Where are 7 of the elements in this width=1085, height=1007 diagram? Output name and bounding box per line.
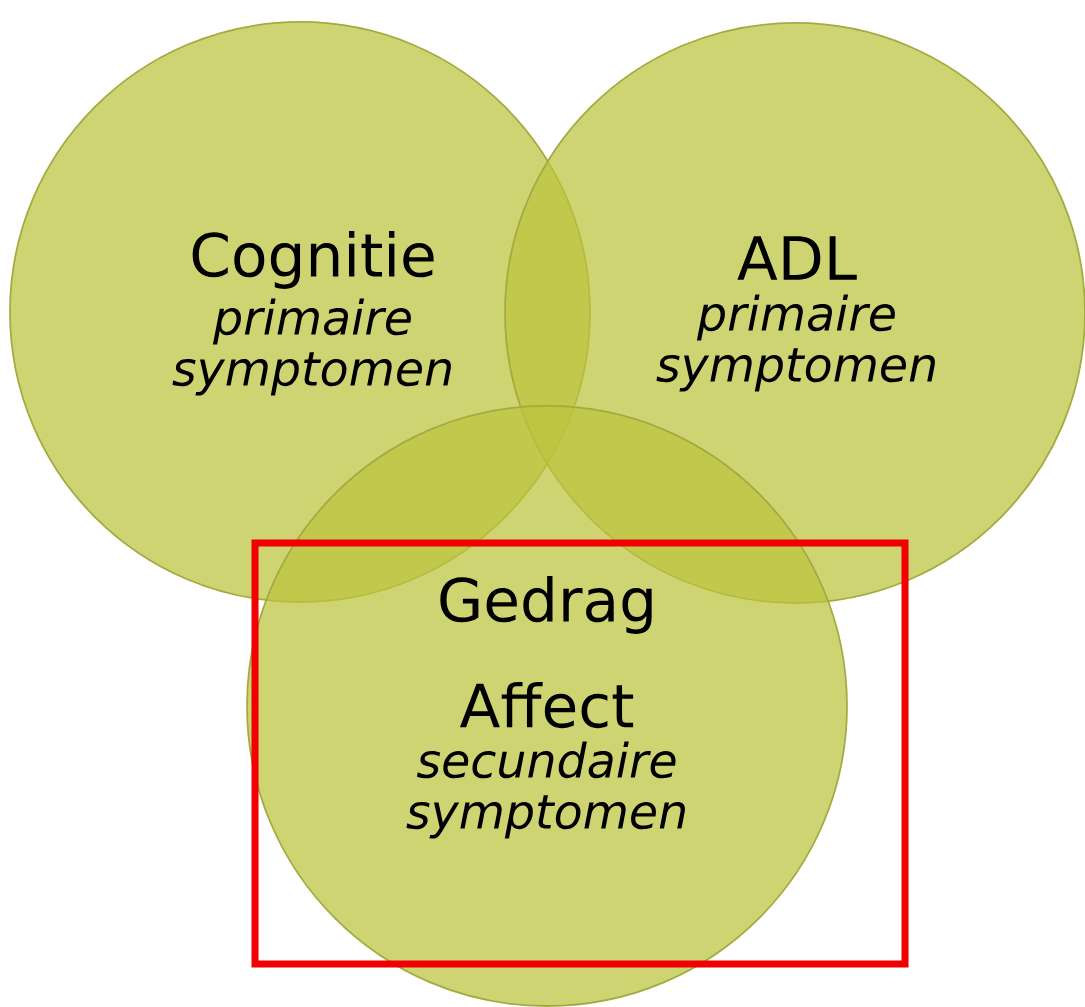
circle-title: Gedrag <box>440 576 652 634</box>
circle-title: ADL <box>737 236 857 280</box>
circle-subtitle: primaire symptomen <box>172 298 451 396</box>
circle-subtitle: secundaire symptomen <box>406 741 685 839</box>
circle-title: Cognitie <box>192 231 434 289</box>
circle-title: Affect <box>459 681 634 729</box>
circle-subtitle: primaire symptomen <box>656 294 935 392</box>
